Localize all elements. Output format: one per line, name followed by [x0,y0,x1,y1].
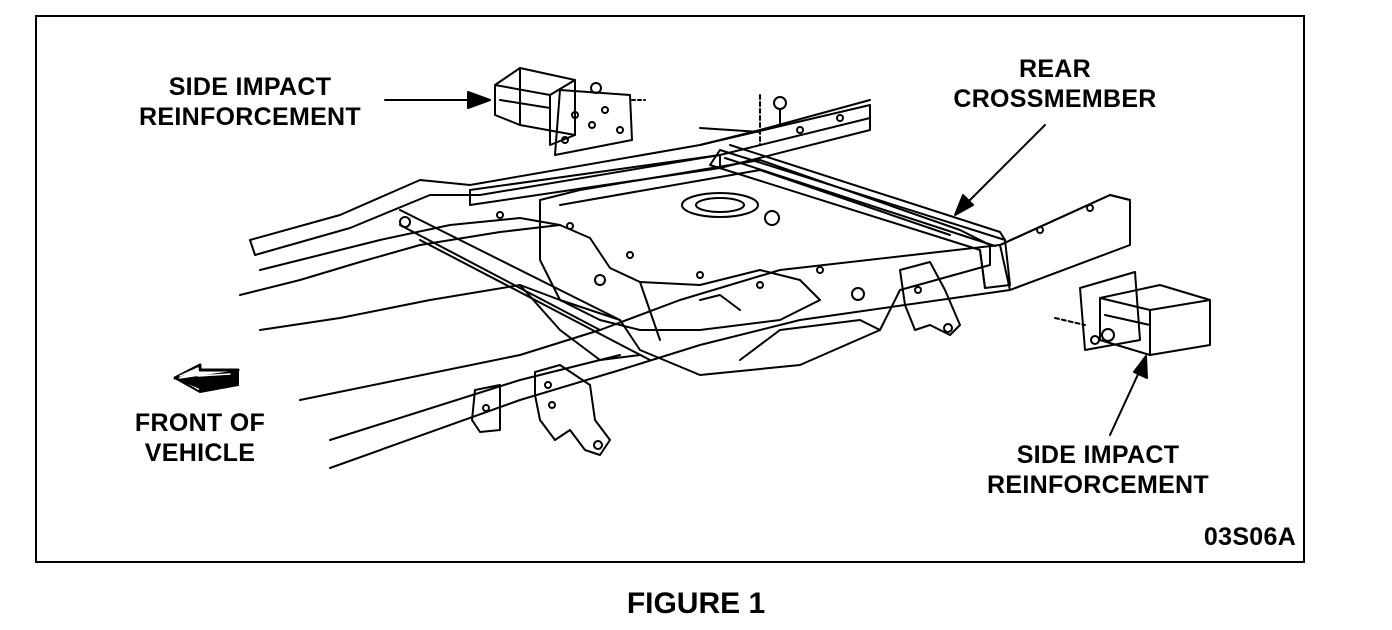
front-arrow-icon [173,363,240,393]
bolt-upper [699,94,787,146]
front-kickup [239,217,821,361]
label-side-impact-bottom: SIDE IMPACT REINFORCEMENT [987,441,1209,499]
lower-side-rail [299,194,1131,469]
side-impact-reinforcement-bottom [1054,271,1211,356]
figure-code: 03S06A [1203,523,1297,551]
spring-hanger-mid [471,384,501,433]
side-impact-reinforcement-top [494,67,646,156]
figure-frame [35,15,1305,563]
leader-arrow-crossmember [954,124,1046,216]
rivet-holes [399,114,1094,301]
cross-tubes [399,154,721,361]
label-side-impact-top: SIDE IMPACT REINFORCEMENT [139,73,361,131]
figure-caption: FIGURE 1 [626,587,766,620]
leader-arrow-side-bottom [1109,355,1148,436]
rear-crossmember [709,144,1011,289]
fuel-tank [539,159,991,376]
upper-side-rail [249,99,871,256]
spring-hanger-front [534,364,611,456]
spring-hanger-rear [899,261,961,336]
leader-arrow-side-top [384,91,491,109]
label-rear-crossmember: REAR CROSSMEMBER [953,55,1157,113]
label-front-of-vehicle: FRONT OF VEHICLE [134,409,266,467]
